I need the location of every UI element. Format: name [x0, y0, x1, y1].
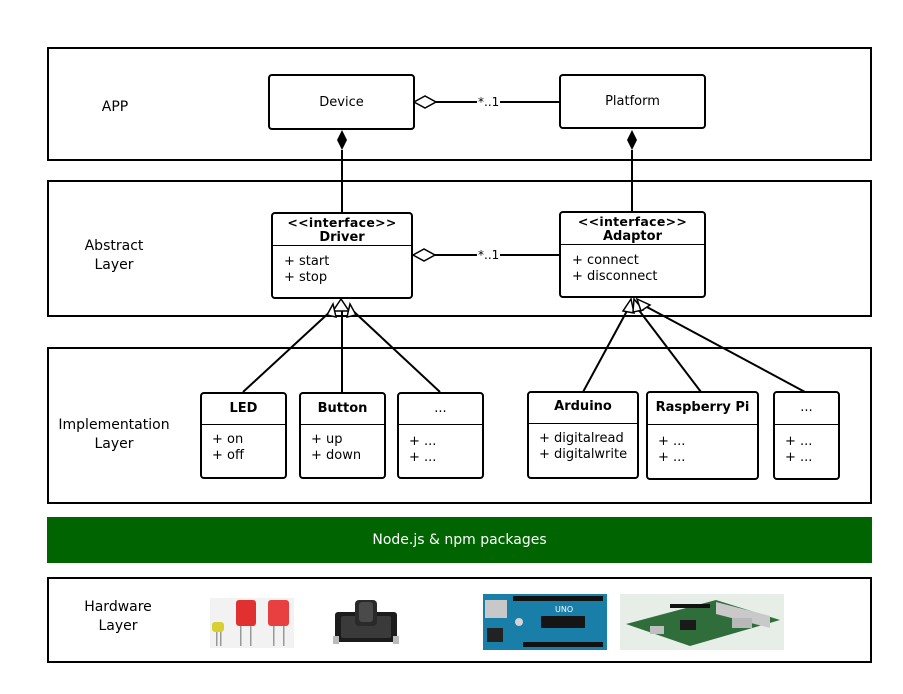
hardware-layer-label-line1: Hardware: [84, 599, 152, 615]
abstract-layer-label: Abstract Layer: [64, 237, 164, 275]
driver-interface-box: <<interface>> Driver + start + stop: [271, 212, 413, 299]
driver-method: + start: [284, 254, 330, 269]
aggregation-diamond-abstract: [411, 248, 437, 262]
button-method: + up: [311, 432, 343, 447]
generalization-arrow-driver-center: [331, 297, 351, 312]
device-box: Device: [268, 74, 415, 130]
arduino-board-photo: UNO: [483, 594, 607, 650]
arduino-method: + digitalwrite: [539, 447, 628, 462]
other-driver-class-header: ...: [399, 394, 482, 425]
arduino-class-header: Arduino: [529, 393, 637, 424]
svg-text:UNO: UNO: [555, 605, 573, 614]
runtime-bar: Node.js & npm packages: [47, 517, 872, 563]
led-class-header: LED: [202, 394, 285, 425]
led-class-box: LED + on + off: [200, 392, 287, 479]
platform-label: Platform: [605, 94, 660, 109]
composition-diamond-device: [337, 130, 347, 150]
raspberry-pi-method: + ...: [658, 434, 686, 449]
adaptor-methods: + connect + disconnect: [561, 245, 704, 285]
aggregation-diamond-app: [412, 95, 438, 109]
app-layer-label: APP: [101, 99, 129, 115]
led-photo: [210, 598, 294, 648]
pushbutton-photo: [333, 600, 399, 644]
implementation-layer-label-line1: Implementation: [58, 417, 170, 433]
led-method: + on: [212, 432, 244, 447]
driver-methods: + start + stop: [273, 246, 411, 286]
other-adaptor-method: + ...: [785, 434, 813, 449]
abstract-layer-label-line2: Layer: [94, 257, 134, 273]
multiplicity-app: *..1: [477, 95, 501, 109]
led-methods: + on + off: [202, 425, 285, 464]
led-method: + off: [212, 448, 244, 463]
other-adaptor-class-box: ... + ... + ...: [773, 391, 840, 480]
raspberry-pi-methods: + ... + ...: [648, 425, 757, 466]
multiplicity-abstract: *..1: [477, 248, 501, 262]
button-class-header: Button: [301, 394, 384, 425]
adaptor-stereotype: <<interface>>: [577, 214, 688, 229]
platform-box: Platform: [559, 74, 706, 129]
other-adaptor-methods: + ... + ...: [775, 425, 838, 466]
runtime-bar-label: Node.js & npm packages: [372, 532, 547, 548]
arduino-class-box: Arduino + digitalread + digitalwrite: [527, 391, 639, 479]
arduino-method: + digitalread: [539, 431, 624, 446]
device-label: Device: [319, 94, 364, 110]
other-driver-class-box: ... + ... + ...: [397, 392, 484, 479]
composition-diamond-platform: [627, 130, 637, 150]
hardware-layer-label: Hardware Layer: [68, 598, 168, 636]
driver-stereotype: <<interface>>: [287, 215, 397, 230]
implementation-layer-label-line2: Layer: [94, 436, 134, 452]
other-driver-methods: + ... + ...: [399, 425, 482, 466]
other-adaptor-method: + ...: [785, 450, 813, 465]
other-driver-method: + ...: [409, 434, 437, 449]
raspberry-pi-board-photo: [620, 594, 784, 650]
raspberry-pi-class-box: Raspberry Pi + ... + ...: [646, 391, 759, 480]
adaptor-method: + connect: [572, 253, 639, 268]
adaptor-interface-header: <<interface>> Adaptor: [561, 213, 704, 245]
app-layer: [47, 47, 872, 161]
raspberry-pi-class-header: Raspberry Pi: [648, 393, 757, 425]
other-driver-method: + ...: [409, 450, 437, 465]
raspberry-pi-method: + ...: [658, 450, 686, 465]
hardware-layer-label-line2: Layer: [98, 618, 138, 634]
adaptor-name: Adaptor: [602, 229, 662, 244]
implementation-layer-label: Implementation Layer: [50, 416, 178, 454]
arduino-methods: + digitalread + digitalwrite: [529, 424, 637, 463]
driver-method: + stop: [284, 270, 328, 285]
generalization-arrow-adaptor: [621, 297, 635, 314]
button-methods: + up + down: [301, 425, 384, 464]
adaptor-method: + disconnect: [572, 269, 658, 284]
abstract-layer-label-line1: Abstract: [84, 238, 144, 254]
driver-name: Driver: [319, 230, 365, 245]
button-method: + down: [311, 448, 362, 463]
abstract-layer: [47, 180, 872, 317]
driver-interface-header: <<interface>> Driver: [273, 214, 411, 246]
button-class-box: Button + up + down: [299, 392, 386, 479]
adaptor-interface-box: <<interface>> Adaptor + connect + discon…: [559, 211, 706, 298]
other-adaptor-class-header: ...: [775, 393, 838, 425]
